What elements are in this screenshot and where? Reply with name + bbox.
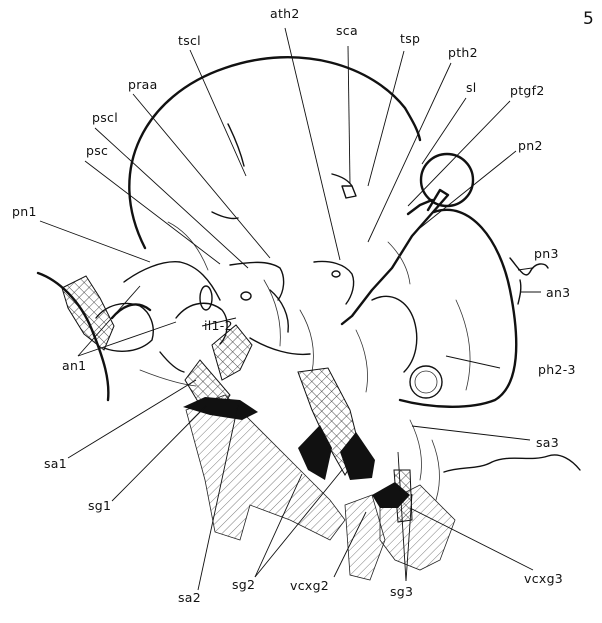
label-praa: praa [128, 77, 158, 92]
main-outline [129, 57, 420, 248]
thin-detail-6 [456, 300, 470, 390]
label-tsp: tsp [400, 31, 420, 46]
hatched-coxa-middle [345, 495, 385, 580]
label-tscl: tscl [178, 33, 201, 48]
label-pn2: pn2 [518, 138, 543, 153]
label-sg3: sg3 [390, 584, 413, 599]
thin-detail-4 [356, 330, 368, 392]
thin-detail-9 [432, 440, 439, 500]
crosshatch-pleuron-3 [212, 325, 252, 380]
label-sca: sca [336, 23, 358, 38]
inner-contour-m [342, 186, 356, 198]
inner-contour-g [160, 352, 184, 372]
small-hole-a [241, 292, 251, 300]
label-vcxg3: vcxg3 [524, 571, 563, 586]
label-il1-2: il1-2 [204, 318, 233, 333]
thin-detail-2 [264, 280, 280, 346]
inner-contour-l [332, 174, 352, 186]
right-edge-wing [444, 455, 580, 472]
label-sg1: sg1 [88, 498, 111, 513]
label-pn3: pn3 [534, 246, 559, 261]
coxal-socket-1 [200, 286, 212, 310]
thin-detail-3 [300, 310, 314, 372]
inner-contour-i [270, 290, 288, 332]
inner-contour-j [228, 124, 244, 166]
label-ph2-3: ph2-3 [538, 362, 576, 377]
crosshatch-pleuron-1 [62, 276, 114, 350]
label-sl: sl [466, 80, 477, 95]
spiracle-sl [421, 154, 473, 206]
inner-contour-a [124, 262, 220, 300]
label-ath2: ath2 [270, 6, 300, 21]
label-sa2: sa2 [178, 590, 201, 605]
label-psc: psc [86, 143, 108, 158]
label-sg2: sg2 [232, 577, 255, 592]
label-sa1: sa1 [44, 456, 67, 471]
label-an1: an1 [62, 358, 86, 373]
page-number: 5 [583, 9, 594, 29]
label-pn1: pn1 [12, 204, 37, 219]
inner-contour-d [314, 262, 354, 305]
thin-detail-8 [410, 420, 422, 480]
thorax-drawing [38, 57, 580, 580]
postnotum-outline [400, 210, 516, 407]
label-an3: an3 [546, 285, 570, 300]
coxal-socket-2-inner [415, 371, 437, 393]
label-pscl: pscl [92, 110, 118, 125]
label-vcxg2: vcxg2 [290, 578, 329, 593]
posterior-outline [342, 190, 448, 324]
inner-contour-e [372, 296, 417, 372]
label-sa3: sa3 [536, 435, 559, 450]
label-pth2: pth2 [448, 45, 478, 60]
thin-detail-5 [388, 242, 410, 284]
small-hole-b [332, 271, 340, 277]
label-ptgf2: ptgf2 [510, 83, 545, 98]
